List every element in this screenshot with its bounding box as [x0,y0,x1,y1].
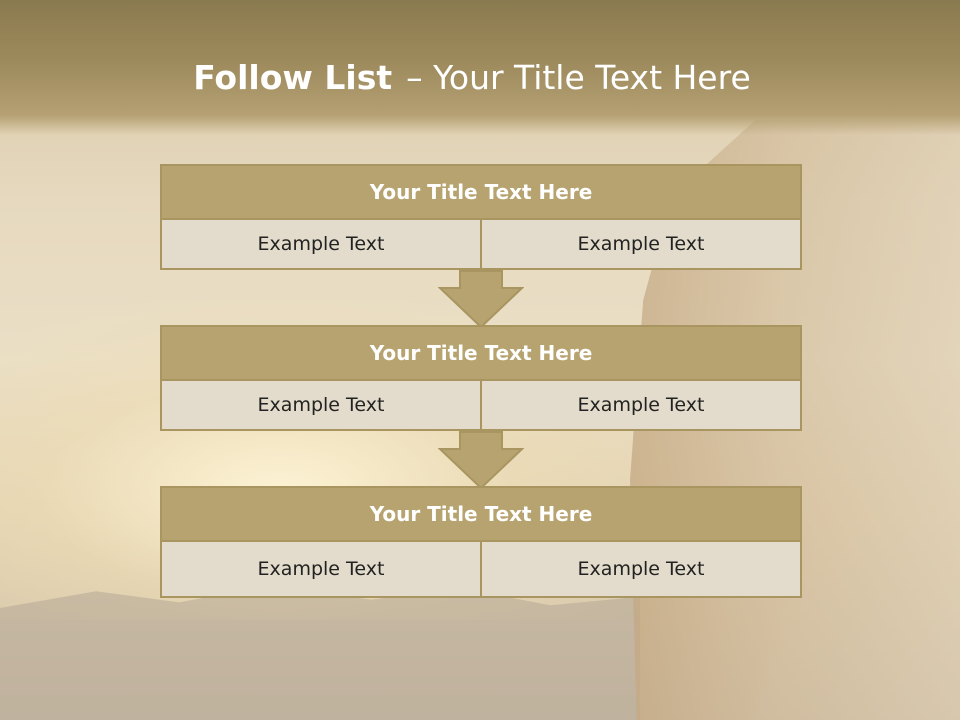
background-mountains [0,585,640,720]
block-cell-left: Example Text [160,220,481,270]
block-row: Example Text Example Text [160,542,802,598]
block-row: Example Text Example Text [160,220,802,270]
down-arrow-icon [438,270,524,328]
follow-block-1: Your Title Text Here Example Text Exampl… [160,164,802,270]
slide-title: Follow List – Your Title Text Here [0,58,944,97]
down-arrow-icon [438,431,524,489]
follow-block-3: Your Title Text Here Example Text Exampl… [160,486,802,598]
title-bold-part: Follow List [193,58,393,97]
block-cell-left: Example Text [160,542,481,598]
title-rest-part: – Your Title Text Here [406,58,751,97]
block-title: Your Title Text Here [160,325,802,381]
block-cell-right: Example Text [481,381,802,431]
block-cell-left: Example Text [160,381,481,431]
block-title: Your Title Text Here [160,486,802,542]
block-cell-right: Example Text [481,220,802,270]
block-title: Your Title Text Here [160,164,802,220]
block-cell-right: Example Text [481,542,802,598]
follow-block-2: Your Title Text Here Example Text Exampl… [160,325,802,431]
block-row: Example Text Example Text [160,381,802,431]
header-band [0,0,960,135]
